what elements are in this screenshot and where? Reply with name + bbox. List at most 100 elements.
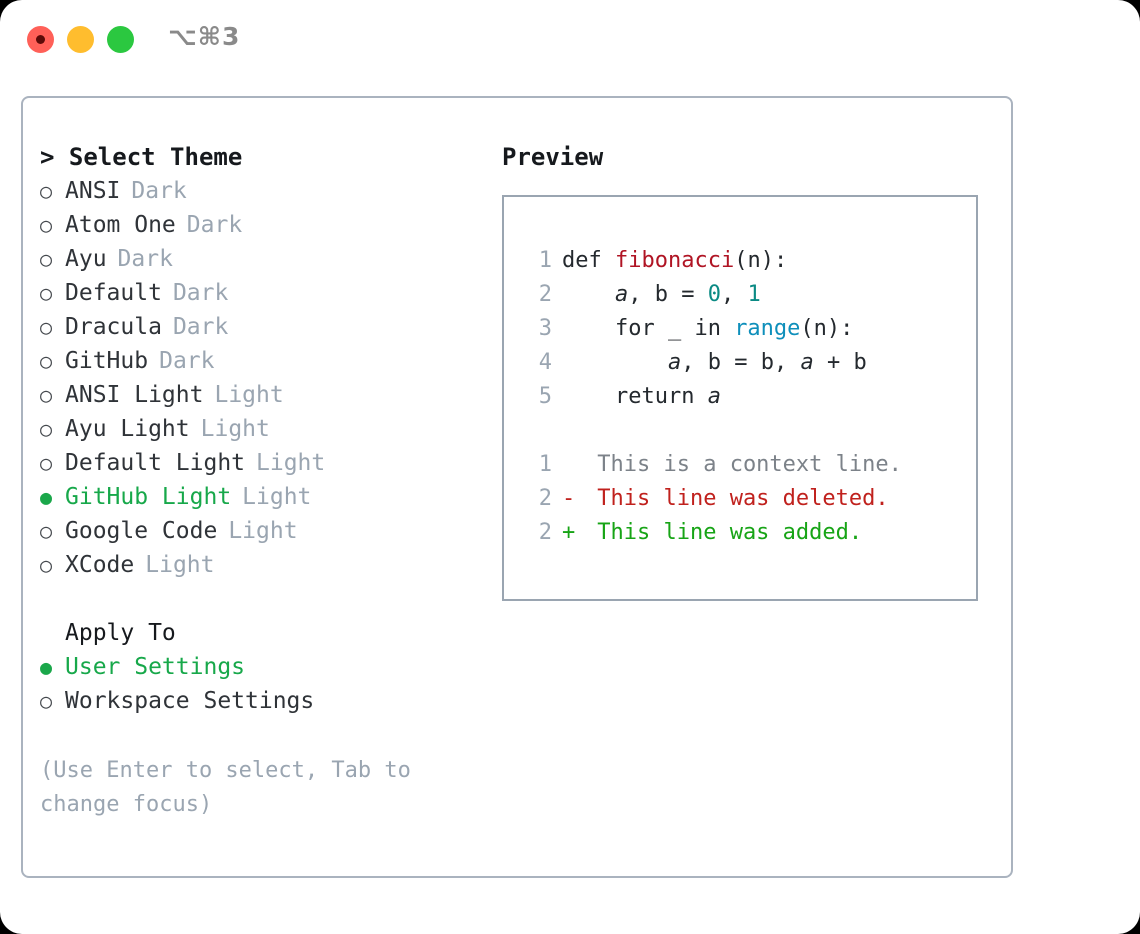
code-diff-separator [522, 414, 976, 448]
theme-option-label: Default Light [65, 450, 246, 476]
radio-unselected-icon: ○ [40, 281, 53, 305]
code-token-plain: (n): [734, 248, 788, 273]
radio-selected-icon: ● [40, 655, 53, 679]
code-token-plain: def [562, 248, 615, 273]
code-line: 1 def fibonacci(n): [522, 244, 976, 278]
code-token-ident: a [800, 350, 814, 375]
theme-option-ansi-light[interactable]: ○ ANSI Light Light [40, 378, 480, 412]
code-token-plain: b [707, 350, 721, 375]
radio-unselected-icon: ○ [40, 315, 53, 339]
code-token-plain: for _ in [562, 316, 735, 341]
code-token-num: 0 [707, 282, 721, 307]
code-line: 2 a, b = 0, 1 [522, 278, 976, 312]
diff-marker [562, 448, 584, 482]
window-controls [27, 26, 134, 53]
theme-variant-badge: Light [228, 518, 298, 544]
code-token-plain: (n): [800, 316, 854, 341]
code-token-num: 1 [747, 282, 761, 307]
apply-to-option-user-settings[interactable]: ● User Settings [40, 650, 480, 684]
code-token-call: range [734, 316, 801, 341]
diff-line-del: 2- This line was deleted. [522, 482, 976, 516]
code-token-plain: b [760, 350, 774, 375]
code-token-plain: return [562, 384, 708, 409]
theme-option-google-code[interactable]: ○ Google Code Light [40, 514, 480, 548]
theme-option-label: GitHub Light [65, 484, 232, 510]
theme-option-default-light[interactable]: ○ Default Light Light [40, 446, 480, 480]
radio-unselected-icon: ○ [40, 213, 53, 237]
code-token-plain [562, 282, 615, 307]
theme-variant-badge: Light [200, 416, 270, 442]
apply-to-heading: Apply To [65, 620, 176, 646]
apply-to-panel: Apply To ● User Settings ○Workspace Settin… [40, 616, 480, 718]
diff-marker: - [562, 486, 576, 511]
code-token-plain: b [853, 350, 867, 375]
code-line-content: for _ in range(n): [562, 312, 853, 346]
code-token-plain: = [667, 282, 708, 307]
radio-selected-icon: ● [40, 485, 53, 509]
theme-variant-badge: Light [256, 450, 326, 476]
code-line-content: def fibonacci(n): [562, 244, 787, 278]
code-token-plain [562, 350, 668, 375]
line-number: 4 [538, 350, 552, 375]
code-line: 4 a, b = b, a + b [522, 346, 976, 380]
theme-option-label: Google Code [65, 518, 218, 544]
line-number: 2 [538, 520, 552, 545]
minimize-window-icon[interactable] [67, 26, 94, 53]
keyboard-hint-text: (Use Enter to select, Tab to change focu… [40, 758, 411, 817]
theme-option-label: ANSI Light [65, 382, 204, 408]
code-line: 3 for _ in range(n): [522, 312, 976, 346]
line-number: 1 [538, 248, 552, 273]
radio-unselected-icon: ○ [40, 179, 53, 203]
select-theme-heading: > Select Theme [40, 143, 243, 171]
code-token-plain: , [628, 282, 655, 307]
radio-unselected-icon: ○ [40, 383, 53, 407]
theme-variant-badge: Dark [131, 178, 187, 204]
theme-variant-badge: Light [145, 552, 215, 578]
diff-marker: + [562, 520, 576, 545]
radio-unselected-icon: ○ [40, 553, 53, 577]
radio-unselected-icon: ○ [40, 417, 53, 441]
apply-to-options[interactable]: ● User Settings ○Workspace Settings [40, 650, 480, 718]
diff-line-ctx: 1 This is a context line. [522, 448, 976, 482]
code-line-content: return a [562, 380, 721, 414]
diff-line-add: 2 + This line was added. [522, 516, 976, 550]
apply-to-option-label: User Settings [65, 654, 246, 680]
line-number: 3 [538, 316, 552, 341]
code-token-plain: = [720, 350, 761, 375]
diff-line-text: This is a context line. [584, 452, 902, 477]
keyboard-shortcut-label: ⌥⌘3 [168, 22, 241, 51]
line-number: 5 [538, 384, 552, 409]
radio-unselected-icon: ○ [40, 349, 53, 373]
radio-unselected-icon: ○ [40, 689, 53, 713]
code-token-plain: , [681, 350, 708, 375]
apply-to-option-workspace-settings[interactable]: ○Workspace Settings [40, 684, 480, 718]
maximize-window-icon[interactable] [107, 26, 134, 53]
code-line-content: a, b = b, a + b [562, 346, 867, 380]
diff-line-text: This line was added. [584, 520, 863, 545]
code-token-func: fibonacci [614, 248, 735, 273]
theme-variant-badge: Light [214, 382, 284, 408]
theme-variant-badge: Dark [159, 348, 215, 374]
title-bar: ⌥⌘3 [0, 0, 1140, 78]
diff-line-text: This line was deleted. [584, 486, 889, 511]
radio-unselected-icon: ○ [40, 519, 53, 543]
close-window-icon[interactable] [27, 26, 54, 53]
radio-unselected-icon: ○ [40, 451, 53, 475]
line-number: 1 [538, 452, 552, 477]
theme-option-label: Default [65, 280, 162, 306]
